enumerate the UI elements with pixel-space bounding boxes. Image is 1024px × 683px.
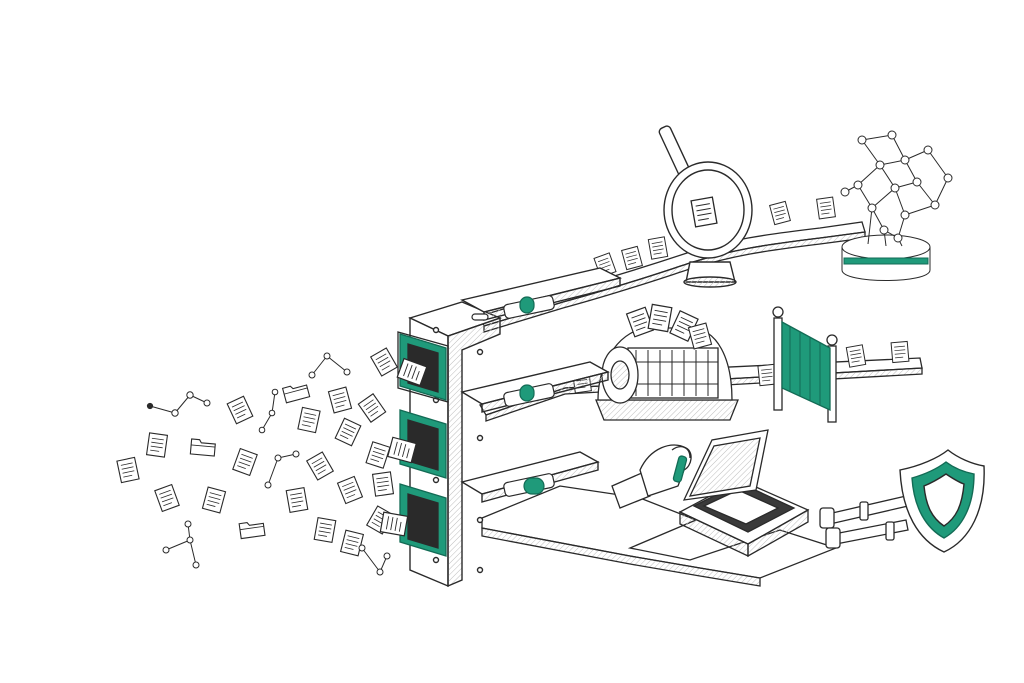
scanner-icon (678, 429, 810, 558)
magnifier-icon (658, 125, 753, 288)
document-icon (621, 245, 643, 271)
document-icon (146, 432, 168, 458)
document-icon (379, 511, 409, 537)
document-icon (357, 393, 387, 423)
document-icon (116, 456, 140, 484)
document-icon (285, 487, 309, 513)
document-icon (769, 200, 791, 226)
document-icon (232, 448, 258, 476)
document-icon (370, 347, 398, 377)
document-icon (340, 529, 364, 557)
document-icon (154, 484, 180, 512)
document-icon (297, 406, 321, 434)
document-icon (336, 475, 364, 505)
document-icon (845, 344, 867, 368)
document-icon (334, 417, 362, 447)
shield-pipes (819, 495, 909, 549)
document-icon (327, 386, 353, 414)
hand-icon (611, 444, 692, 509)
folder-icon (282, 381, 311, 404)
shield-icon (899, 449, 985, 553)
document-icon (890, 340, 910, 364)
document-icon (647, 236, 669, 260)
document-icon (313, 517, 337, 543)
folder-icon (238, 519, 266, 540)
document-icon (201, 486, 227, 514)
gate-filter-icon (772, 306, 838, 423)
knowledge-graph-icon (840, 130, 953, 281)
document-icon (306, 451, 334, 481)
intake-slot-bottom (399, 483, 447, 557)
document-icon (816, 196, 836, 220)
shredder-drum-icon (595, 303, 739, 421)
document-icon (372, 471, 394, 497)
folder-icon (189, 438, 217, 457)
document-icon (365, 441, 391, 469)
shelf-knobs (471, 295, 555, 497)
document-icon (226, 395, 254, 425)
node-graph-icon (146, 352, 391, 576)
